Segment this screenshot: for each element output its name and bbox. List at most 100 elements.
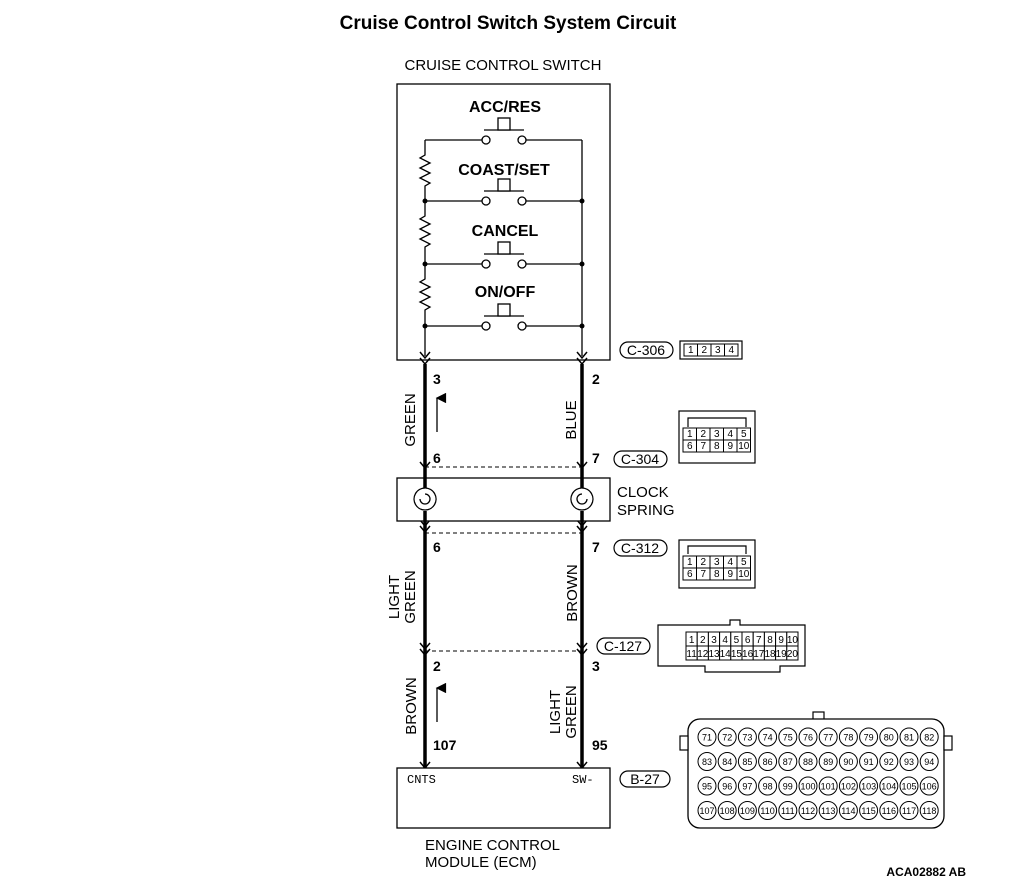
connector-pin: 17: [753, 649, 765, 660]
ecm-connector-pin: 109: [740, 806, 755, 816]
switch-label-acc-res: ACC/RES: [469, 99, 541, 116]
connector-id-c304: C-304: [613, 450, 668, 468]
connector-pin: 8: [714, 569, 720, 580]
wire-label-light-green-2: GREEN: [402, 570, 419, 623]
connector-pin: 10: [787, 635, 799, 646]
connector-pin: 5: [734, 635, 740, 646]
clock-spring-label-2: SPRING: [617, 502, 675, 519]
ecm-connector-pin: 91: [864, 757, 874, 767]
diagram-title: Cruise Control Switch System Circuit: [340, 13, 677, 34]
ecm-connector-pin: 76: [803, 733, 813, 743]
connector-pin: 4: [728, 345, 734, 356]
wire-label-brown-lower: BROWN: [403, 677, 420, 735]
ecm-connector-pin: 101: [821, 782, 836, 792]
ecm-connector-pin: 103: [861, 782, 876, 792]
connector-pin: 8: [767, 635, 773, 646]
switch-cancel: CANCEL: [425, 223, 582, 269]
ecm-terminal-cnts: CNTS: [407, 773, 436, 787]
connector-pin: 9: [727, 569, 733, 580]
connector-pin: 7: [700, 441, 706, 452]
connector-id-c312: C-312: [613, 539, 668, 557]
pin-ecm-right: 95: [592, 737, 608, 753]
ecm-connector-pin: 81: [904, 733, 914, 743]
switch-coast-set: COAST/SET: [425, 162, 582, 206]
connector-pin: 12: [697, 649, 709, 660]
ecm-connector-pin: 110: [760, 806, 774, 816]
connector-pin: 3: [715, 345, 721, 356]
ecm-connector-pin: 88: [803, 757, 813, 767]
connector-pin: 4: [727, 429, 733, 440]
ecm-connector-pin: 78: [843, 733, 853, 743]
ecm-connector-pin: 116: [882, 806, 896, 816]
connector-pin: 14: [720, 649, 732, 660]
connector-id-c127: C-127: [596, 637, 651, 655]
ecm-connector-pin: 72: [722, 733, 732, 743]
connector-pin: 2: [701, 345, 707, 356]
connector-id-c304-text: C-304: [621, 451, 659, 467]
ecm-connector-pin: 98: [763, 782, 773, 792]
ecm-connector-pin: 114: [841, 806, 855, 816]
ecm-connector-pin: 97: [742, 782, 752, 792]
ecm-connector-pin: 77: [823, 733, 833, 743]
ecm-connector-pin: 85: [742, 757, 752, 767]
pin-sw-left: 3: [433, 371, 441, 387]
ecm-terminal-sw: SW-: [572, 773, 594, 787]
connector-pin: 16: [742, 649, 754, 660]
ecm-connector-pin: 80: [884, 733, 894, 743]
ecm-label-1: ENGINE CONTROL: [425, 837, 560, 854]
ecm-connector-pin: 74: [763, 733, 773, 743]
connector-id-c312-text: C-312: [621, 540, 659, 556]
connector-pin: 4: [722, 635, 728, 646]
connector-pin: 1: [689, 635, 695, 646]
switch-label-cancel: CANCEL: [472, 223, 539, 240]
switch-label-on-off: ON/OFF: [475, 284, 536, 301]
ecm-connector-pin: 113: [821, 806, 835, 816]
ecm-connector-pin: 108: [720, 806, 735, 816]
figure-code: ACA02882 AB: [886, 865, 966, 879]
connector-pin: 10: [738, 569, 750, 580]
ecm-connector-pin: 104: [881, 782, 896, 792]
connector-pin: 20: [787, 649, 799, 660]
connector-pin: 13: [708, 649, 720, 660]
ecm-connector-pin: 115: [861, 806, 875, 816]
connector-id-c127-text: C-127: [604, 638, 642, 654]
pin-cs-top-left: 6: [433, 450, 441, 466]
ecm-connector-pin: 107: [699, 806, 714, 816]
ecm-connector-pin: 89: [823, 757, 833, 767]
clock-spring-label-1: CLOCK: [617, 484, 669, 501]
connector-pin: 7: [700, 569, 706, 580]
clock-spring: [396, 477, 611, 522]
ecm-connector-pin: 118: [922, 806, 936, 816]
connector-pin: 1: [687, 557, 693, 568]
ecm-connector-pin: 99: [783, 782, 793, 792]
connector-pin: 1: [687, 429, 693, 440]
ecm-connector-pin: 105: [901, 782, 916, 792]
switch-on-off: ON/OFF: [425, 284, 582, 331]
connector-pin: 8: [714, 441, 720, 452]
connector-pin: 6: [687, 441, 693, 452]
connector-pin: 6: [745, 635, 751, 646]
connector-pin: 3: [711, 635, 717, 646]
connector-pin: 9: [778, 635, 784, 646]
switch-box-label: CRUISE CONTROL SWITCH: [405, 57, 602, 74]
connector-pin: 3: [714, 429, 720, 440]
connector-pin: 3: [714, 557, 720, 568]
pin-cs-top-right: 7: [592, 450, 600, 466]
junction-dots: [422, 198, 585, 329]
connector-pin: 2: [700, 635, 706, 646]
ecm-connector-pin: 100: [800, 782, 815, 792]
ecm-box: [396, 767, 611, 829]
connector-pin: 4: [727, 557, 733, 568]
ecm-connector-pin: 75: [783, 733, 793, 743]
ecm-connector-pin: 86: [763, 757, 773, 767]
connector-pin: 19: [776, 649, 788, 660]
wire-label-blue: BLUE: [563, 400, 580, 439]
wires: [423, 364, 584, 768]
pin-cs-bot-right: 7: [592, 539, 600, 555]
connector-pin: 15: [731, 649, 743, 660]
